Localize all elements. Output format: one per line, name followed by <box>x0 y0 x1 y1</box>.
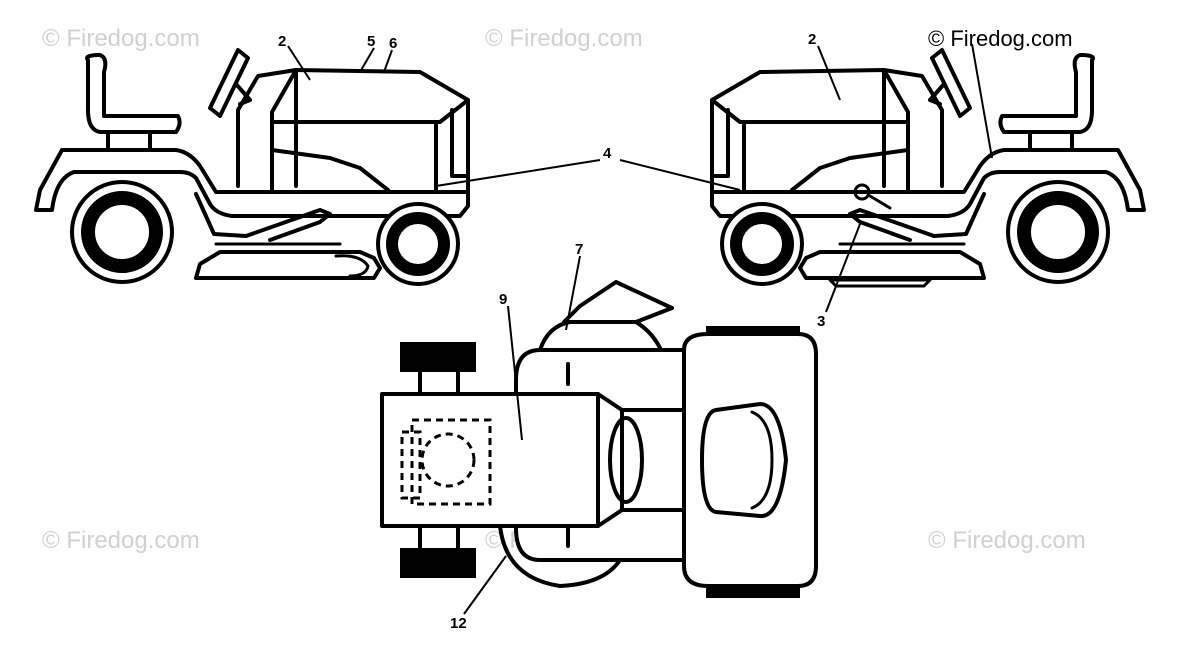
leader-left-2 <box>287 45 311 81</box>
callout-bottom-12: 12 <box>450 615 467 632</box>
frame-lower-right <box>932 192 986 238</box>
hood-left <box>270 68 470 192</box>
hood-right <box>710 68 910 192</box>
leader-top-9 <box>507 305 523 441</box>
watermark-bottom-right: © Firedog.com <box>928 527 1086 554</box>
discharge-chute-top <box>538 280 674 352</box>
callout-right-3: 3 <box>817 313 825 330</box>
pedal-left <box>244 208 332 242</box>
frame-lower-left <box>194 192 248 238</box>
front-wheel-tire-right <box>730 212 794 276</box>
dash-right <box>882 68 944 188</box>
seat-right <box>998 53 1095 134</box>
callout-left-2: 2 <box>278 33 286 50</box>
hood-line-left <box>270 98 470 124</box>
leader-right-2 <box>817 45 841 101</box>
top-view-mower <box>380 280 818 598</box>
mower-deck-left <box>194 250 382 280</box>
rear-wheel-tire-right <box>1017 191 1099 273</box>
callout-top-9: 9 <box>499 291 507 308</box>
watermark-top-left: © Firedog.com <box>42 25 200 52</box>
hood-line-right <box>710 98 910 124</box>
seat-support-right <box>1028 130 1074 150</box>
leader-top-7 <box>565 255 581 331</box>
watermark-top-right: © Firedog.com <box>928 26 1073 51</box>
leader-lines <box>287 43 993 615</box>
engine-outline-circle <box>420 432 476 488</box>
front-axle-top <box>418 370 460 550</box>
grille-right <box>710 108 746 192</box>
leader-left-5 <box>359 47 375 73</box>
deck-skirt-right <box>828 278 932 288</box>
hood-side-line-left <box>270 148 390 192</box>
callout-right-2: 2 <box>808 31 816 48</box>
front-wheel-bottom-left <box>400 548 476 578</box>
neck-top-view <box>620 408 686 512</box>
seat-back-top-view <box>750 410 774 510</box>
rear-body-top-view <box>682 332 818 588</box>
deck-chute-left <box>334 254 370 278</box>
steering-ellipse <box>608 416 644 504</box>
watermark-bottom-left: © Firedog.com <box>42 527 200 554</box>
seat-left <box>85 53 182 134</box>
steering-wheel-left <box>208 48 250 118</box>
seat-support-left <box>106 130 152 150</box>
left-side-mower <box>34 48 470 286</box>
leader-right-watermark <box>971 43 993 159</box>
deck-bulge-top-view <box>498 524 622 588</box>
callout-center-4: 4 <box>603 145 612 162</box>
height-lever-knob-right <box>853 183 871 201</box>
hood-top-view <box>380 392 624 528</box>
hood-side-line-right <box>790 148 910 192</box>
engine-outline-outer <box>410 418 492 506</box>
rear-wheel-tire-left <box>81 191 163 273</box>
leader-bottom-12 <box>463 555 507 615</box>
front-wheel-top-left <box>400 342 476 372</box>
leader-right-3 <box>825 223 861 313</box>
dash-left <box>236 68 298 188</box>
watermark-top-center: © Firedog.com <box>485 25 643 52</box>
callout-left-5: 5 <box>367 33 375 50</box>
callout-left-6: 6 <box>389 35 397 52</box>
seat-top-view <box>700 402 788 518</box>
body-frame-right <box>710 148 1146 218</box>
callout-top-7: 7 <box>575 241 583 258</box>
mower-deck-right <box>798 250 986 280</box>
height-lever-right <box>868 194 892 210</box>
leader-center-4 <box>435 159 741 191</box>
grille-left <box>434 108 470 192</box>
engine-outline-side <box>400 430 422 500</box>
right-side-mower <box>710 48 1146 288</box>
front-wheel-tire-left <box>386 212 450 276</box>
steering-wheel-right <box>930 48 972 118</box>
leader-left-6 <box>383 49 393 73</box>
pedal-right <box>848 208 936 242</box>
body-frame-left <box>34 148 470 218</box>
callout-labels: 2 5 6 2 4 3 7 9 12 <box>278 31 825 632</box>
chute-curve <box>634 320 662 350</box>
